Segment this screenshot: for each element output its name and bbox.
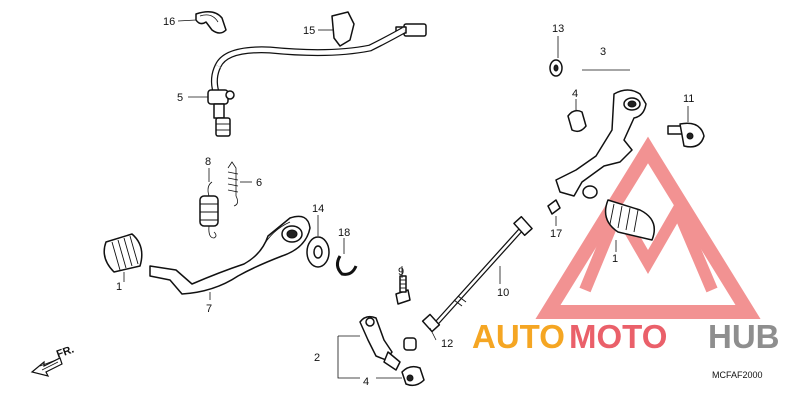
spring-part-8 — [199, 181, 219, 239]
nut-part-4-top — [567, 109, 587, 133]
peg-rubber-part-1-right — [604, 199, 655, 241]
watermark-text-moto: MOTO — [569, 318, 667, 355]
callout-1-left: 1 — [116, 281, 122, 293]
callout-5: 5 — [177, 92, 183, 104]
nut-part-4-bottom — [401, 365, 425, 387]
callout-17: 17 — [550, 228, 562, 240]
callout-11: 11 — [683, 93, 694, 105]
callout-4-top: 4 — [572, 88, 578, 100]
watermark-text-hub: HUB — [708, 318, 780, 355]
callout-10: 10 — [497, 287, 509, 299]
diagram-code: MCFAF2000 — [712, 370, 763, 380]
clamp-part-16 — [195, 11, 227, 34]
callout-4-bottom: 4 — [363, 376, 369, 388]
callout-3: 3 — [600, 46, 606, 58]
front-direction-arrow: FR. — [30, 343, 76, 377]
callout-9: 9 — [398, 266, 404, 278]
callout-6: 6 — [256, 177, 262, 189]
pivot-bolt-part-11 — [667, 122, 705, 148]
snap-ring-part-18 — [335, 255, 358, 276]
spring-part-6 — [227, 161, 239, 207]
callout-14: 14 — [312, 203, 324, 215]
callout-16: 16 — [163, 16, 175, 28]
rod-part-10 — [421, 215, 533, 333]
washer-part-13 — [549, 59, 563, 77]
watermark-text: AUTO MOTO HUB — [472, 318, 780, 355]
watermark-logo — [535, 136, 761, 319]
callout-7: 7 — [206, 303, 212, 315]
callout-12: 12 — [441, 338, 453, 350]
callout-13: 13 — [552, 23, 564, 35]
peg-rubber-part-1-left — [103, 233, 143, 273]
callout-1-right: 1 — [612, 253, 618, 265]
washer-part-14 — [306, 236, 330, 268]
front-direction-label: FR. — [55, 343, 76, 360]
bolt-part-9 — [395, 275, 411, 305]
callout-18: 18 — [338, 227, 350, 239]
stop-switch-part-5 — [207, 89, 235, 137]
callout-2: 2 — [314, 352, 320, 364]
nut-part-17 — [547, 199, 561, 215]
switch-cable-part-15 — [331, 11, 427, 47]
shift-pedal-part-3 — [555, 89, 647, 199]
callout-8: 8 — [205, 156, 211, 168]
callout-15: 15 — [303, 25, 315, 37]
brake-pedal-part-7 — [149, 215, 311, 295]
watermark-text-auto: AUTO — [472, 318, 565, 355]
pushrod-joint-part-2 — [359, 315, 417, 371]
